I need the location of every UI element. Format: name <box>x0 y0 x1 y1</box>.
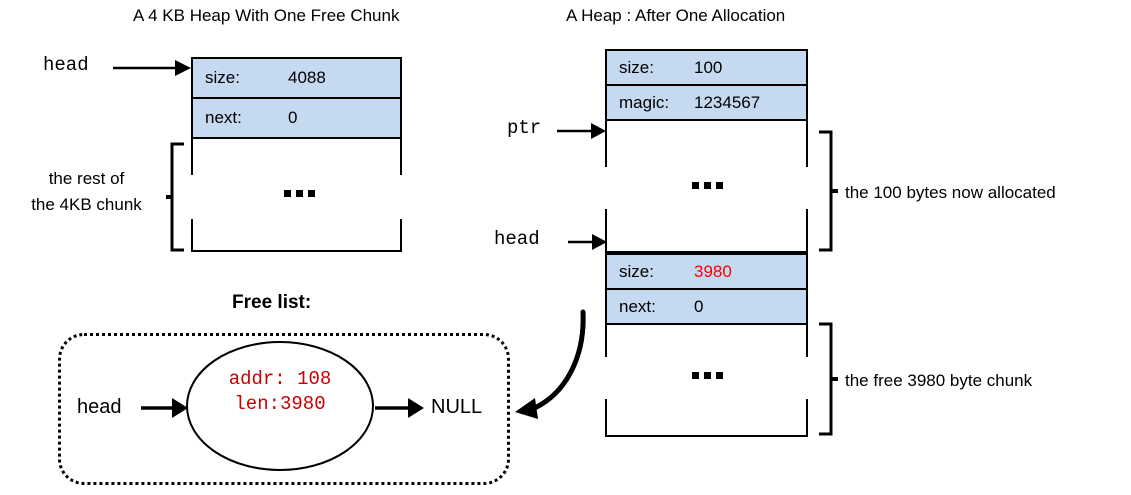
right-free-row-next-value: 0 <box>694 296 704 316</box>
right-panel-title: A Heap : After One Allocation <box>566 6 786 25</box>
left-heap-row-next: next: 0 <box>193 99 400 139</box>
freelist-null-arrow <box>375 398 424 418</box>
right-heap-alloc-box: size: 100 magic: 1234567 <box>605 49 808 253</box>
left-heap-row-next-value: 0 <box>288 108 298 127</box>
left-heap-row-size-value: 4088 <box>288 68 326 87</box>
right-free-ellipsis <box>692 372 723 379</box>
right-free-body <box>607 325 806 435</box>
freelist-title: Free list: <box>232 292 312 313</box>
right-alloc-row-magic-key: magic: <box>619 92 670 112</box>
left-head-pointer-label: head <box>43 54 89 76</box>
right-alloc-bracket-label: the 100 bytes now allocated <box>845 183 1056 202</box>
right-alloc-row-magic: magic: 1234567 <box>607 86 806 121</box>
right-ptr-arrow <box>557 123 606 139</box>
right-alloc-row-size-key: size: <box>619 57 654 77</box>
right-head-arrow <box>568 234 607 250</box>
right-free-bracket <box>819 322 838 436</box>
freelist-node-len: len:3980 <box>234 393 326 415</box>
right-free-row-size-value: 3980 <box>694 261 732 281</box>
left-heap-ellipsis <box>284 190 315 197</box>
right-free-row-size-key: size: <box>619 261 654 281</box>
freelist-node-ellipse <box>186 341 374 471</box>
freelist-node-text: addr: 108 len:3980 <box>185 367 375 417</box>
left-rest-bracket-label: the rest of the 4KB chunk <box>14 166 159 218</box>
right-head-pointer-label: head <box>494 228 540 250</box>
right-free-row-size: size: 3980 <box>607 255 806 290</box>
freelist-head-label: head <box>77 396 122 418</box>
left-head-arrow <box>113 60 191 76</box>
right-free-border-gap-right <box>805 357 810 399</box>
left-heap-row-size: size: 4088 <box>193 59 400 99</box>
right-free-row-next: next: 0 <box>607 290 806 325</box>
left-heap-box: size: 4088 next: 0 <box>191 57 402 252</box>
left-rest-bracket-label-line2: the 4KB chunk <box>31 195 142 214</box>
left-rest-bracket-label-line1: the rest of <box>48 169 125 188</box>
right-alloc-row-size: size: 100 <box>607 51 806 86</box>
right-alloc-border-gap-left <box>603 167 608 209</box>
right-alloc-border-gap-right <box>805 167 810 209</box>
left-rest-bracket <box>166 142 184 252</box>
right-free-row-next-key: next: <box>619 296 656 316</box>
freelist-node-addr: addr: 108 <box>228 368 332 390</box>
right-alloc-row-magic-value: 1234567 <box>694 92 761 112</box>
right-free-border-gap-left <box>603 357 608 399</box>
left-panel-title: A 4 KB Heap With One Free Chunk <box>133 6 400 25</box>
left-box-border-gap-left <box>189 175 194 219</box>
right-heap-free-box: size: 3980 next: 0 <box>605 253 808 437</box>
left-heap-row-next-key: next: <box>205 108 242 127</box>
right-alloc-row-size-value: 100 <box>694 57 723 77</box>
heap-to-freelist-curved-arrow <box>515 309 586 419</box>
freelist-null-label: NULL <box>431 396 483 418</box>
right-ptr-pointer-label: ptr <box>507 117 542 139</box>
left-box-border-gap-right <box>399 175 404 219</box>
right-alloc-bracket <box>819 130 838 252</box>
left-heap-row-size-key: size: <box>205 68 240 87</box>
right-free-bracket-label: the free 3980 byte chunk <box>845 371 1033 390</box>
right-alloc-ellipsis <box>692 182 723 189</box>
freelist-head-arrow <box>141 398 188 418</box>
